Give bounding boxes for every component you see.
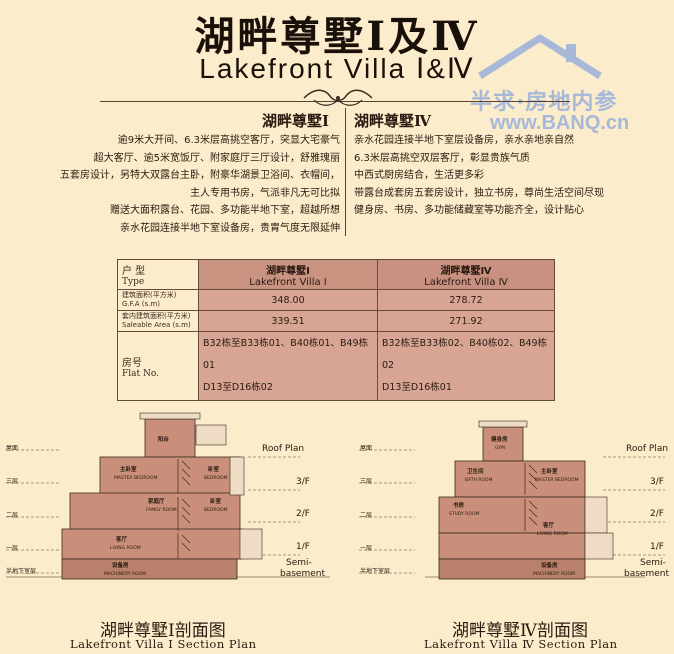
villa1-line: 逾9米大开间、6.3米层高挑空客厅，突显大宅豪气 — [117, 135, 340, 146]
villa4-line: 带露台成套房五套房设计，独立书房，尊尚生活空间尽现 — [354, 187, 604, 199]
level-roof: Roof Plan — [626, 444, 669, 454]
floor-label: 屋面 — [360, 445, 373, 452]
level-semi: Semi- — [286, 558, 312, 568]
svg-text:阳台: 阳台 — [158, 435, 170, 443]
villa1-line: 主人专用书房，气派非凡无可比拟 — [190, 187, 340, 199]
svg-text:BEDROOM: BEDROOM — [204, 507, 228, 513]
villa1-line: 亲水花园连接半地下室设备房，贵胄气度无限延伸 — [120, 222, 340, 234]
section-plan-villa1: 阳台 主卧室 MASTER BEDROOM 卧室 BEDROOM 家庭厅 FAM… — [6, 412, 330, 580]
floor-label: 半地下室层 — [360, 568, 391, 575]
level-3f: 3/F — [650, 477, 664, 487]
villa1-line: 超大客厅、逾5米宽饭厅、附家庭厅三厅设计，舒雅瑰丽 — [93, 152, 340, 164]
svg-text:BEDROOM: BEDROOM — [204, 475, 228, 481]
level-basement: basement — [280, 569, 325, 579]
level-2f: 2/F — [296, 509, 310, 519]
column-divider — [345, 108, 346, 236]
sa-label: 套内建筑面积(平方米) Saleable Area (s.m) — [117, 310, 199, 332]
svg-text:MACHINERY ROOM: MACHINERY ROOM — [533, 571, 575, 577]
svg-text:健身房: 健身房 — [491, 435, 508, 443]
villa4-gfa: 278.72 — [377, 289, 555, 311]
flat-label: 房号 Flat No. — [117, 331, 199, 401]
villa4-type-cell: 湖畔尊墅Ⅳ Lakefront Villa Ⅳ — [377, 259, 555, 290]
page-title-en: Lakefront Villa Ⅰ&Ⅳ — [199, 53, 475, 84]
villa4-flat-no: B32栋至B33栋02、B40栋02、B49栋02 D13至D16栋01 — [377, 331, 555, 401]
floor-label: 三层 — [6, 478, 19, 485]
svg-text:STUDY ROOM: STUDY ROOM — [449, 511, 480, 517]
svg-text:卧室: 卧室 — [210, 497, 222, 505]
gfa-label: 建筑面积(平方米) G.F.A (s.m) — [117, 289, 199, 311]
level-roof: Roof Plan — [262, 444, 305, 454]
house-logo-icon — [478, 34, 602, 79]
floor-label: 屋面 — [6, 445, 19, 452]
floor-label: 一层 — [6, 545, 19, 552]
svg-text:家庭厅: 家庭厅 — [148, 497, 165, 505]
page-title-cn: 湖畔尊墅Ⅰ及Ⅳ — [194, 13, 480, 60]
caption-villa4-cn: 湖畔尊墅Ⅳ剖面图 — [452, 621, 588, 641]
section-plan-villa4: 健身房 GYM 卫生间 BATH ROOM 主卧室 MASTER BEDROOM… — [359, 420, 665, 580]
svg-text:卧室: 卧室 — [208, 465, 220, 473]
svg-text:卫生间: 卫生间 — [467, 467, 484, 475]
villa1-gfa: 348.00 — [198, 289, 378, 311]
type-label: 户 型 Type — [117, 259, 199, 290]
svg-text:LIVING ROOM: LIVING ROOM — [537, 531, 568, 537]
svg-text:设备房: 设备房 — [112, 561, 129, 569]
level-3f: 3/F — [296, 477, 310, 487]
villa4-line: 6.3米层高挑空双层客厅，彰显贵族气质 — [354, 152, 530, 164]
villa4-heading: 湖畔尊墅Ⅳ — [354, 112, 432, 130]
level-semi: Semi- — [640, 558, 666, 568]
spec-table: 户 型 Type 湖畔尊墅Ⅰ Lakefront Villa Ⅰ 湖畔尊墅Ⅳ L… — [117, 259, 555, 401]
svg-text:BATH ROOM: BATH ROOM — [465, 477, 493, 483]
villa1-line: 赠送大面积露台、花园、多功能半地下室，超越所想 — [110, 205, 340, 216]
watermark-url: www.BANQ.cn — [490, 112, 630, 134]
floor-label: 二层 — [360, 512, 373, 519]
ornament-icon — [303, 89, 373, 106]
villa1-line: 五套房设计，另特大双露台主卧，附豪华湖景卫浴间、衣帽间， — [60, 170, 340, 181]
villa4-line: 亲水花园连接半地下室层设备房，亲水亲地亲自然 — [354, 135, 574, 146]
floor-label: 半地下室层 — [6, 568, 37, 575]
caption-villa1-cn: 湖畔尊墅Ⅰ剖面图 — [100, 621, 226, 641]
villa1-flat-no: B32栋至B33栋01、B40栋01、B49栋01 D13至D16栋02 — [198, 331, 378, 401]
svg-text:设备房: 设备房 — [541, 561, 558, 569]
watermark-brand: 半求·房地内参 — [470, 90, 618, 115]
svg-text:MASTER BEDROOM: MASTER BEDROOM — [535, 477, 579, 483]
svg-text:LIVING ROOM: LIVING ROOM — [110, 545, 141, 551]
villa4-line: 中西式厨房结合，生活更多彩 — [354, 170, 484, 181]
caption-villa4-en: Lakefront Villa Ⅳ Section Plan — [424, 637, 618, 651]
svg-text:客厅: 客厅 — [115, 535, 128, 543]
villa1-type-cell: 湖畔尊墅Ⅰ Lakefront Villa Ⅰ — [198, 259, 378, 290]
floor-label: 一层 — [360, 545, 373, 552]
level-1f: 1/F — [296, 542, 310, 552]
svg-text:GYM: GYM — [495, 445, 505, 451]
header-rule — [100, 101, 570, 102]
villa4-line: 健身房、书房、多功能储藏室等功能齐全，设计贴心 — [354, 205, 584, 216]
level-2f: 2/F — [650, 509, 664, 519]
villa4-description: 亲水花园连接半地下室层设备房，亲水亲地亲自然 6.3米层高挑空双层客厅，彰显贵族… — [354, 132, 604, 220]
svg-text:MACHINERY ROOM: MACHINERY ROOM — [104, 571, 146, 577]
svg-text:主卧室: 主卧室 — [120, 465, 137, 473]
villa4-sa: 271.92 — [377, 310, 555, 332]
villa1-sa: 339.51 — [198, 310, 378, 332]
floor-label: 三层 — [360, 478, 373, 485]
floor-label: 二层 — [6, 512, 19, 519]
svg-text:客厅: 客厅 — [542, 521, 555, 529]
villa1-heading: 湖畔尊墅Ⅰ — [262, 112, 330, 130]
svg-text:FAMILY ROOM: FAMILY ROOM — [146, 507, 177, 513]
svg-text:MASTER BEDROOM: MASTER BEDROOM — [114, 475, 158, 481]
svg-text:主卧室: 主卧室 — [541, 467, 558, 475]
level-1f: 1/F — [650, 542, 664, 552]
level-basement: basement — [624, 569, 669, 579]
villa1-description: 逾9米大开间、6.3米层高挑空客厅，突显大宅豪气 超大客厅、逾5米宽饭厅、附家庭… — [60, 132, 340, 237]
svg-text:书房: 书房 — [453, 501, 465, 509]
caption-villa1-en: Lakefront Villa Ⅰ Section Plan — [70, 637, 257, 651]
